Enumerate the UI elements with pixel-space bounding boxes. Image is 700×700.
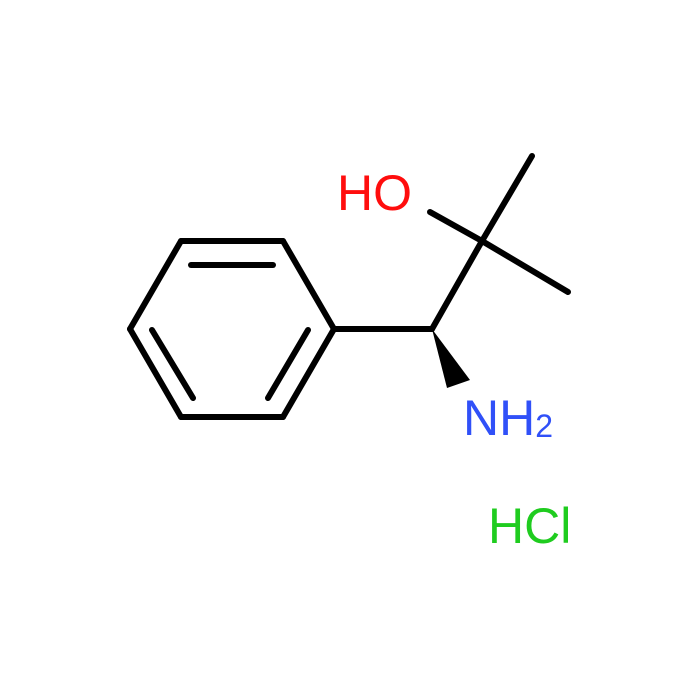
- methyl-bond-lower: [479, 238, 571, 295]
- benzene-ring: [127, 238, 337, 420]
- amine-text: NH: [463, 390, 535, 446]
- ring-bond: [127, 238, 184, 332]
- ring-bond: [127, 326, 184, 420]
- methyl-bond-upper: [479, 153, 535, 244]
- wedge-bond: [432, 329, 470, 388]
- ring-bond: [280, 326, 337, 420]
- carbon-oxygen-bond: [427, 209, 485, 244]
- hydrochloride-salt-label: HCl: [488, 498, 571, 554]
- chiral-to-quaternary-bond: [429, 238, 485, 332]
- hydroxyl-label: HO: [337, 165, 412, 221]
- amine-subscript: 2: [535, 408, 553, 444]
- ring-bond: [280, 238, 337, 332]
- ring-double-bond: [265, 327, 311, 401]
- amine-label: NH2: [463, 390, 553, 446]
- ring-double-bond: [149, 327, 196, 401]
